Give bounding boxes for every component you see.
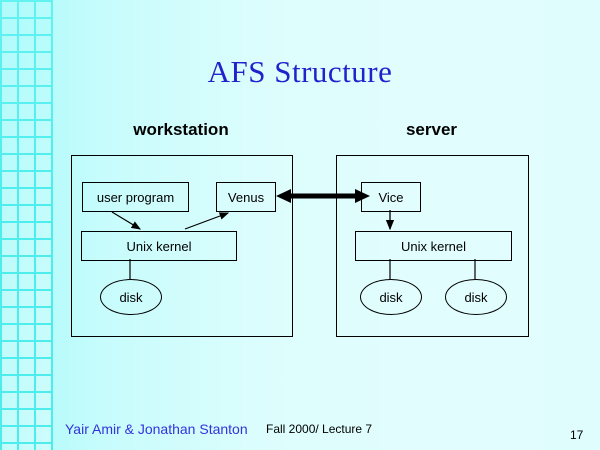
node-venus[interactable]: Venus xyxy=(216,182,276,212)
disk-server-2[interactable]: disk xyxy=(445,279,507,315)
node-user-program[interactable]: user program xyxy=(82,182,189,212)
footer-course: Fall 2000/ Lecture 7 xyxy=(266,422,373,436)
caption-server: server xyxy=(405,120,458,139)
disk-workstation[interactable]: disk xyxy=(100,279,162,315)
node-server-unix-kernel[interactable]: Unix kernel xyxy=(355,231,512,261)
page-title: AFS Structure xyxy=(207,54,393,89)
workstation-container xyxy=(71,155,293,337)
caption-workstation: workstation xyxy=(133,120,229,139)
footer-page-number: 17 xyxy=(570,428,584,442)
server-container xyxy=(336,155,529,337)
node-workstation-unix-kernel[interactable]: Unix kernel xyxy=(81,231,237,261)
disk-server-1[interactable]: disk xyxy=(360,279,422,315)
node-vice[interactable]: Vice xyxy=(361,182,421,212)
footer-authors: Yair Amir & Jonathan Stanton xyxy=(65,421,248,437)
